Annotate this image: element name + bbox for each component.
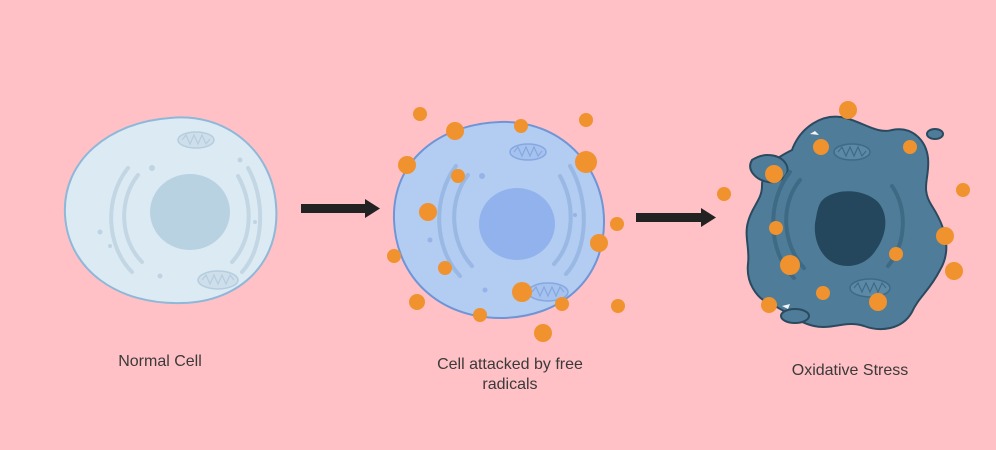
- free-radical-dot-icon: [761, 297, 777, 313]
- right-arrow-icon: [301, 199, 380, 218]
- attacked-cell-caption-line-2: radicals: [482, 376, 538, 393]
- attacked-cell-free-radicals: [387, 107, 625, 342]
- attacked-cell-mitochondrion-top: [509, 143, 547, 161]
- stressed-cell-mitochondrion-top: [833, 143, 871, 161]
- free-radical-dot-icon: [839, 101, 857, 119]
- free-radical-dot-icon: [534, 324, 552, 342]
- free-radical-dot-icon: [611, 299, 625, 313]
- attacked-cell-vesicles: [427, 173, 577, 293]
- stressed-cell-damage-marks: [782, 131, 819, 309]
- attacked-cell-caption: Cell attacked by free radicals: [405, 355, 615, 395]
- stressed-cell-free-radicals: [717, 101, 970, 313]
- free-radical-dot-icon: [717, 187, 731, 201]
- free-radical-dot-icon: [409, 294, 425, 310]
- normal-cell-nucleus: [150, 174, 230, 250]
- normal-cell-endoplasmic-reticulum: [109, 166, 263, 274]
- free-radical-dot-icon: [869, 293, 887, 311]
- attacked-cell-nucleus: [479, 188, 555, 260]
- free-radical-dot-icon: [765, 165, 783, 183]
- normal-cell-mitochondrion-bottom: [197, 270, 239, 290]
- normal-cell: [63, 116, 278, 305]
- free-radical-dot-icon: [903, 140, 917, 154]
- stressed-cell-mitochondrion-bottom: [849, 278, 891, 298]
- free-radical-dot-icon: [579, 113, 593, 127]
- free-radical-dot-icon: [446, 122, 464, 140]
- normal-cell-caption: Normal Cell: [118, 353, 202, 370]
- free-radical-dot-icon: [398, 156, 416, 174]
- free-radical-dot-icon: [936, 227, 954, 245]
- attacked-cell-caption-line-1: Cell attacked by free: [437, 356, 583, 373]
- normal-cell-mitochondrion-top: [177, 131, 215, 149]
- free-radical-dot-icon: [780, 255, 800, 275]
- normal-cell-vesicles: [97, 157, 257, 279]
- attacked-cell-mitochondrion-bottom: [527, 282, 569, 302]
- free-radical-dot-icon: [813, 139, 829, 155]
- free-radical-dot-icon: [555, 297, 569, 311]
- free-radical-dot-icon: [451, 169, 465, 183]
- free-radical-dot-icon: [438, 261, 452, 275]
- attacked-cell-endoplasmic-reticulum: [437, 164, 586, 278]
- free-radical-dot-icon: [889, 247, 903, 261]
- oxidative-stress-caption: Oxidative Stress: [791, 362, 909, 379]
- free-radical-dot-icon: [512, 282, 532, 302]
- free-radical-dot-icon: [514, 119, 528, 133]
- free-radical-dot-icon: [816, 286, 830, 300]
- stressed-cell: [717, 101, 970, 330]
- free-radical-dot-icon: [413, 107, 427, 121]
- free-radical-dot-icon: [610, 217, 624, 231]
- free-radical-dot-icon: [473, 308, 487, 322]
- free-radical-dot-icon: [419, 203, 437, 221]
- stressed-cell-nucleus: [814, 191, 886, 266]
- free-radical-dot-icon: [575, 151, 597, 173]
- stressed-cell-fragment: [926, 128, 944, 140]
- free-radical-dot-icon: [590, 234, 608, 252]
- free-radical-dot-icon: [769, 221, 783, 235]
- stressed-cell-fragment: [780, 308, 810, 324]
- free-radical-dot-icon: [956, 183, 970, 197]
- right-arrow-icon: [636, 208, 716, 227]
- free-radical-dot-icon: [945, 262, 963, 280]
- attacked-cell: [387, 107, 625, 342]
- free-radical-dot-icon: [387, 249, 401, 263]
